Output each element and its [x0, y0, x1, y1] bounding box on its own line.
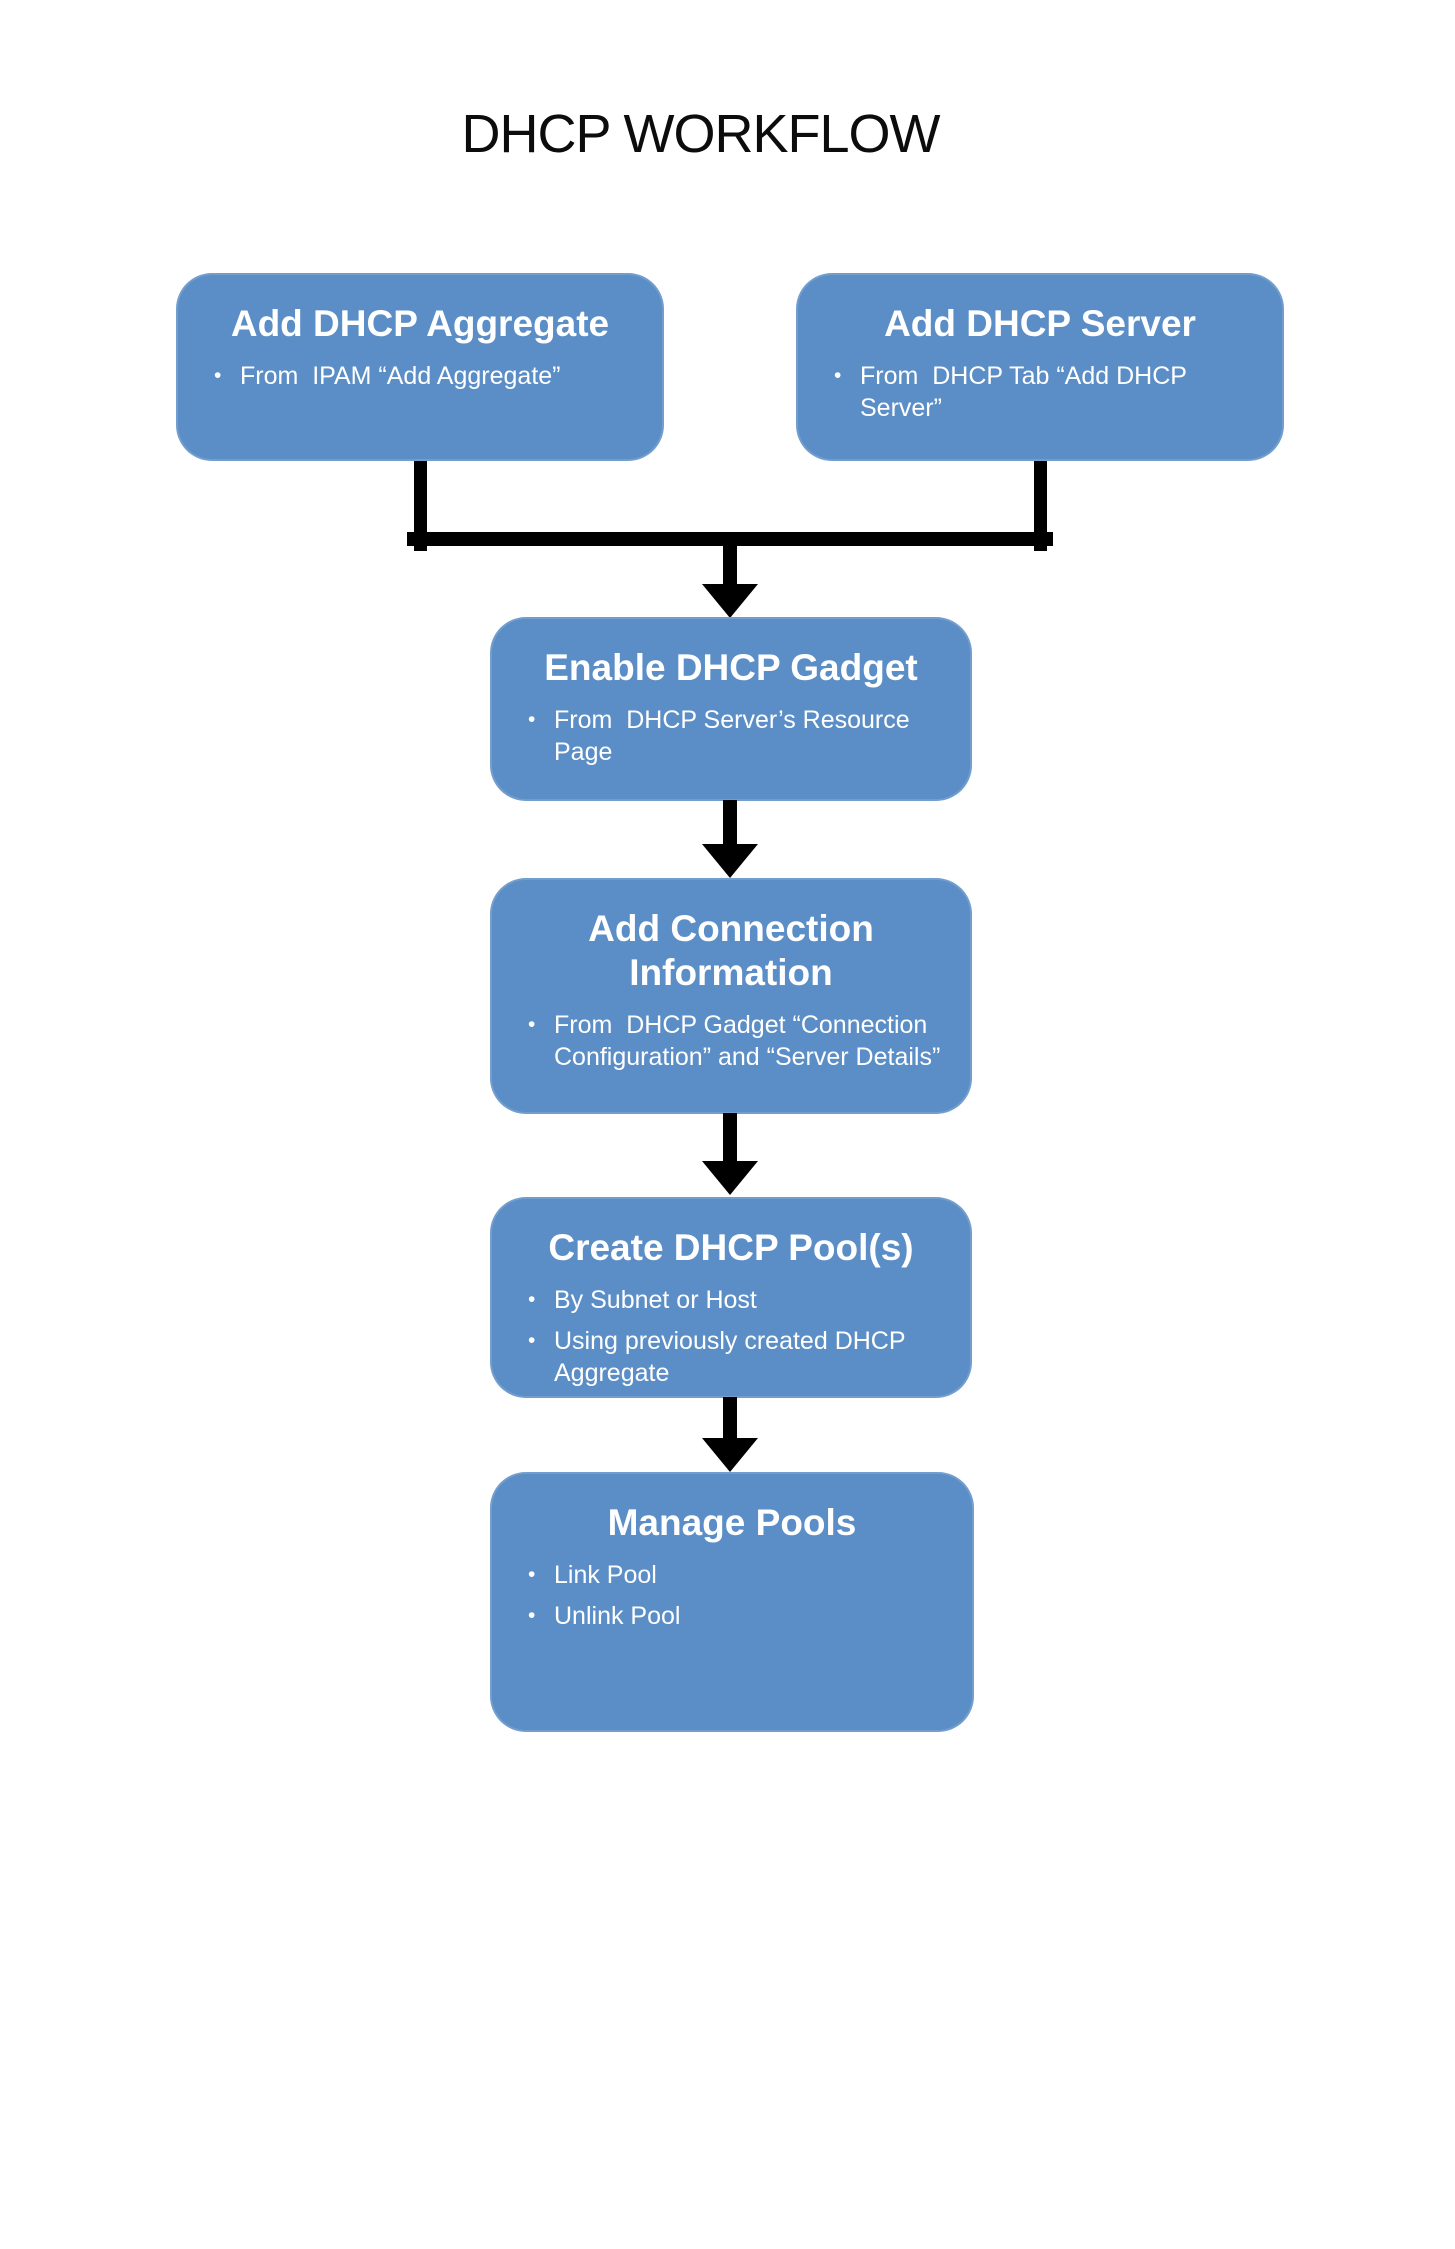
bullet-icon: •	[834, 364, 842, 387]
bullet-text: Using previously created DHCP Aggregate	[554, 1327, 911, 1387]
node-manage-pools: Manage Pools • Link Pool • Unlink Pool	[490, 1472, 974, 1732]
bullet-icon: •	[528, 1329, 536, 1352]
node-title: Create DHCP Pool(s)	[548, 1227, 914, 1268]
node-add-dhcp-aggregate: Add DHCP Aggregate • From IPAM “Add Aggr…	[176, 273, 664, 461]
merge-arrow-stem	[723, 546, 737, 584]
arrow-stem	[723, 800, 737, 844]
arrow-down-icon	[702, 584, 758, 618]
arrow-stem	[723, 1397, 737, 1438]
bullet-text: From DHCP Tab “Add DHCP Server”	[860, 362, 1194, 422]
bullet-item: • Using previously created DHCP Aggregat…	[528, 1325, 958, 1389]
bullet-icon: •	[528, 1013, 536, 1036]
bullet-item: • By Subnet or Host	[528, 1284, 958, 1316]
bullet-list: • Link Pool • Unlink Pool	[490, 1559, 974, 1632]
bullet-item: • Unlink Pool	[528, 1600, 960, 1632]
bullet-item: • From IPAM “Add Aggregate”	[214, 360, 650, 392]
node-enable-dhcp-gadget: Enable DHCP Gadget • From DHCP Server’s …	[490, 617, 972, 801]
bullet-item: • From DHCP Gadget “Connection Configura…	[528, 1009, 958, 1073]
bullet-list: • From DHCP Server’s Resource Page	[490, 704, 972, 768]
bullet-list: • From DHCP Gadget “Connection Configura…	[490, 1009, 972, 1073]
bullet-list: • From IPAM “Add Aggregate”	[176, 360, 664, 392]
arrow-stem	[723, 1113, 737, 1162]
bullet-text: Unlink Pool	[554, 1602, 681, 1630]
bullet-text: From DHCP Gadget “Connection Configurati…	[554, 1011, 941, 1071]
bullet-icon: •	[528, 1604, 536, 1627]
bullet-item: • From DHCP Server’s Resource Page	[528, 704, 958, 768]
bullet-icon: •	[528, 708, 536, 731]
node-create-dhcp-pools: Create DHCP Pool(s) • By Subnet or Host …	[490, 1197, 972, 1398]
node-title: Manage Pools	[607, 1502, 857, 1543]
page-title: DHCP WORKFLOW	[461, 104, 940, 164]
node-title: Add DHCP Aggregate	[230, 303, 610, 344]
bullet-text: By Subnet or Host	[554, 1286, 757, 1314]
merge-connector-right-line	[1034, 461, 1047, 551]
bullet-text: From IPAM “Add Aggregate”	[240, 362, 561, 390]
node-add-dhcp-server: Add DHCP Server • From DHCP Tab “Add DHC…	[796, 273, 1284, 461]
arrow-down-icon	[702, 1438, 758, 1472]
bullet-list: • By Subnet or Host • Using previously c…	[490, 1284, 972, 1389]
arrow-down-icon	[702, 1161, 758, 1195]
bullet-list: • From DHCP Tab “Add DHCP Server”	[796, 360, 1284, 424]
bullet-text: Link Pool	[554, 1561, 657, 1589]
node-title: Add Connection Information	[588, 908, 874, 993]
merge-connector-horizontal-bar	[407, 532, 1053, 546]
arrow-down-icon	[702, 844, 758, 878]
bullet-item: • Link Pool	[528, 1559, 960, 1591]
node-title: Enable DHCP Gadget	[544, 647, 918, 688]
bullet-item: • From DHCP Tab “Add DHCP Server”	[834, 360, 1270, 424]
bullet-icon: •	[528, 1563, 536, 1586]
bullet-icon: •	[528, 1288, 536, 1311]
bullet-icon: •	[214, 364, 222, 387]
node-title: Add DHCP Server	[884, 303, 1196, 344]
merge-connector-left-line	[414, 461, 427, 551]
node-add-connection-information: Add Connection Information • From DHCP G…	[490, 878, 972, 1114]
bullet-text: From DHCP Server’s Resource Page	[554, 706, 917, 766]
